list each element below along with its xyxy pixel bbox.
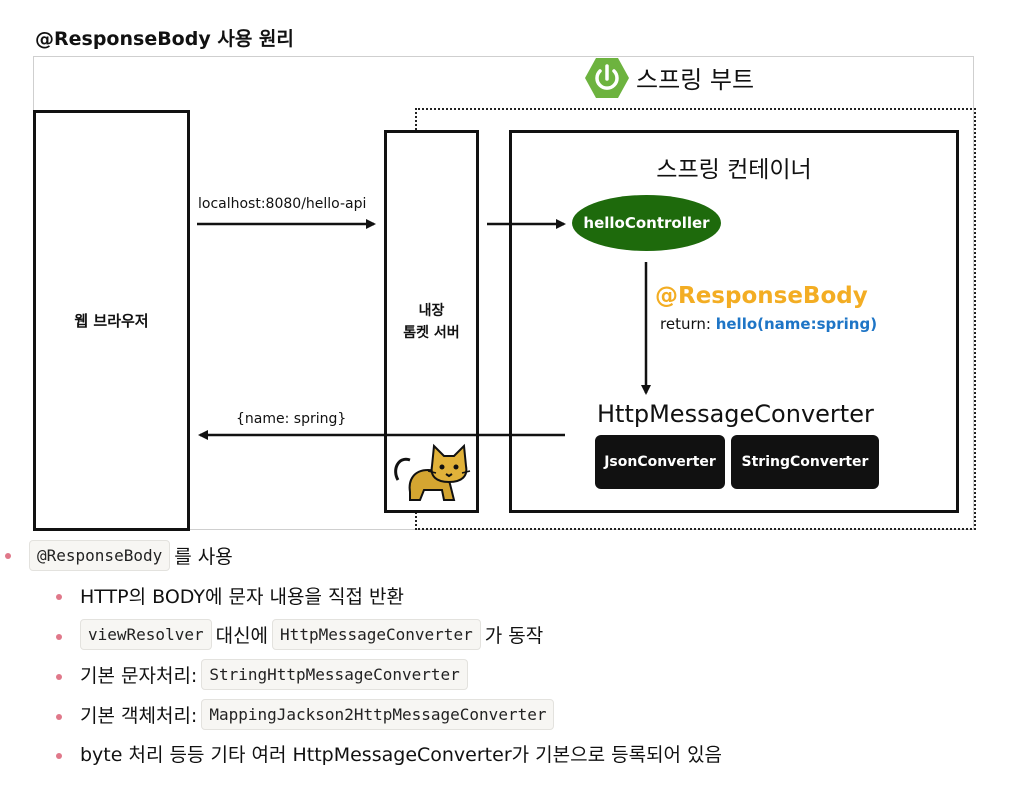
note-item-3-code: StringHttpMessageConverter <box>201 659 468 690</box>
note-item-3-text: 기본 문자처리: <box>80 665 198 687</box>
web-browser-label: 웹 브라우저 <box>74 312 149 330</box>
spring-boot-logo-icon <box>584 57 630 99</box>
spring-container-label: 스프링 컨테이너 <box>656 157 812 183</box>
note-item-2-code1: viewResolver <box>80 619 212 650</box>
note-item-1-text: HTTP의 BODY에 문자 내용을 직접 반환 <box>80 586 404 608</box>
note-item-1: HTTP의 BODY에 문자 내용을 직접 반환 <box>80 582 404 609</box>
note-item-4-code: MappingJackson2HttpMessageConverter <box>201 699 555 730</box>
note-item-3: 기본 문자처리: StringHttpMessageConverter <box>80 659 468 690</box>
note-item-4: 기본 객체처리: MappingJackson2HttpMessageConve… <box>80 699 555 730</box>
json-converter-node: JsonConverter <box>595 435 725 489</box>
tomcat-server-label: 내장 톰켓 서버 <box>384 300 479 344</box>
http-message-converter-label: HttpMessageConverter <box>597 400 874 428</box>
note-item-2-mid: 대신에 <box>215 625 269 647</box>
request-url-label: localhost:8080/hello-api <box>198 196 367 212</box>
spring-boot-label: 스프링 부트 <box>636 66 755 94</box>
note-main: @ResponseBody 를 사용 <box>29 540 233 571</box>
note-item-2-code2: HttpMessageConverter <box>272 619 481 650</box>
hello-controller-node: helloController <box>572 195 721 251</box>
page-title: @ResponseBody 사용 원리 <box>35 28 294 50</box>
note-item-2: viewResolver 대신에 HttpMessageConverter 가 … <box>80 619 543 650</box>
response-body-annotation: @ResponseBody <box>655 283 868 309</box>
response-payload-label: {name: spring} <box>236 411 347 427</box>
note-item-2-after: 가 동작 <box>484 625 544 647</box>
note-main-text: 를 사용 <box>174 546 233 568</box>
tomcat-label-line2: 톰켓 서버 <box>403 325 460 341</box>
tomcat-label-line1: 내장 <box>418 303 445 319</box>
note-item-4-text: 기본 객체처리: <box>80 705 198 727</box>
note-item-5: byte 처리 등등 기타 여러 HttpMessageConverter가 기… <box>80 740 722 767</box>
return-statement: return: hello(name:spring) <box>660 315 877 333</box>
string-converter-node: StringConverter <box>731 435 879 489</box>
return-value: hello(name:spring) <box>715 315 878 333</box>
tomcat-cat-icon <box>388 440 476 504</box>
note-item-5-text: byte 처리 등등 기타 여러 HttpMessageConverter가 기… <box>80 744 723 766</box>
web-browser-box: 웹 브라우저 <box>33 110 190 531</box>
note-main-code: @ResponseBody <box>29 540 171 571</box>
return-keyword: return: <box>660 315 711 333</box>
